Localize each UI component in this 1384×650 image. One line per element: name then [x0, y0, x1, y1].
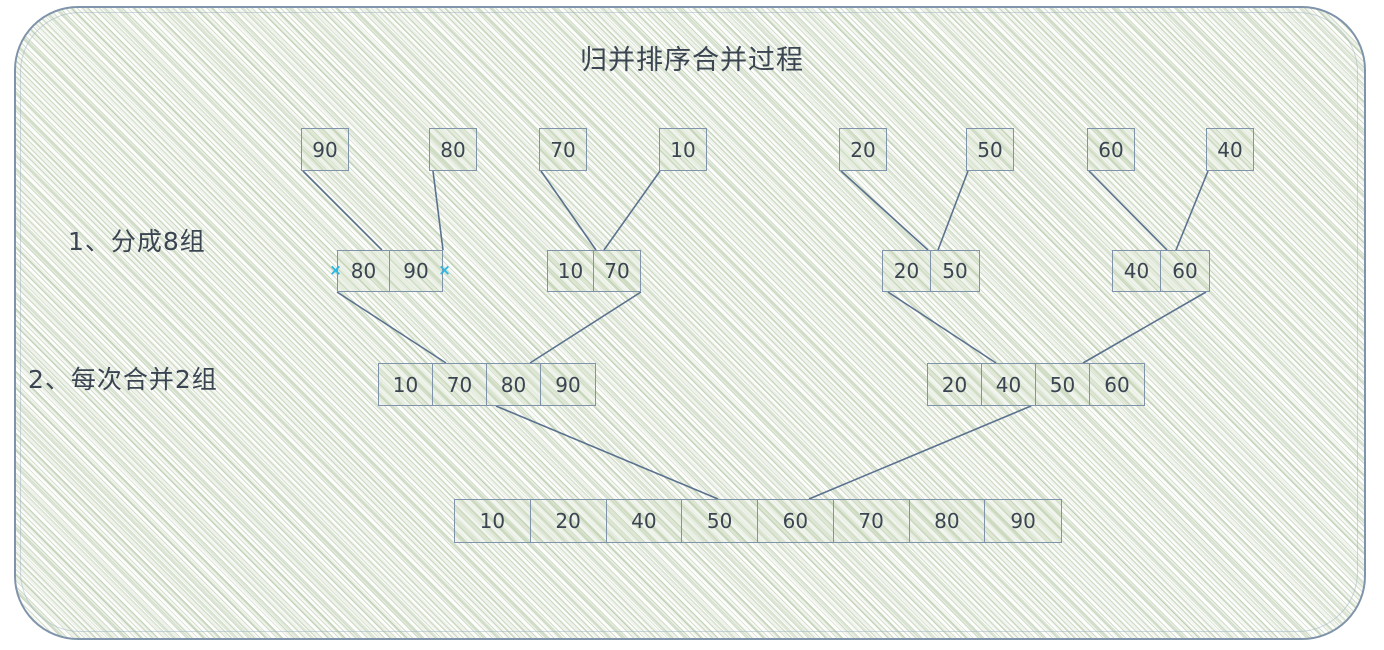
level2-box-1[interactable]: 10 70 — [547, 250, 641, 292]
level3-box-1[interactable]: 20 40 50 60 — [927, 363, 1145, 406]
level4-cell-1: 20 — [531, 500, 607, 542]
level1-box-3[interactable]: 10 — [659, 128, 707, 171]
level1-box-2[interactable]: 70 — [539, 128, 587, 171]
level1-cell-7-0: 40 — [1217, 137, 1243, 162]
level3-cell-0-0: 10 — [379, 364, 433, 405]
level1-cell-3-0: 10 — [670, 137, 696, 162]
level2-cell-0-0: 80 — [338, 251, 391, 291]
level2-cell-1-0: 10 — [548, 251, 595, 291]
level4-cell-4: 60 — [758, 500, 834, 542]
selection-handle-left[interactable]: × — [329, 261, 342, 279]
level2-box-0[interactable]: 80 90 — [337, 250, 443, 292]
level2-cell-3-1: 60 — [1172, 259, 1198, 283]
step-label-1: 1、分成8组 — [68, 227, 206, 256]
level1-box-5[interactable]: 50 — [966, 128, 1014, 171]
level1-cell-1-0: 80 — [440, 137, 466, 162]
level4-cell-6: 80 — [910, 500, 986, 542]
level3-cell-1-2: 50 — [1036, 364, 1090, 405]
level2-box-3[interactable]: 40 60 — [1112, 250, 1210, 292]
level1-box-1[interactable]: 80 — [429, 128, 477, 171]
level1-box-4[interactable]: 20 — [839, 128, 887, 171]
selection-handle-right[interactable]: × — [438, 261, 451, 279]
level3-cell-0-2: 80 — [487, 364, 541, 405]
level2-box-2[interactable]: 20 50 — [882, 250, 980, 292]
level4-cell-5: 70 — [834, 500, 910, 542]
level1-cell-2-0: 70 — [550, 137, 576, 162]
step-label-2: 2、每次合并2组 — [28, 365, 218, 394]
diagram-frame — [14, 6, 1366, 640]
level2-cell-2-1: 50 — [942, 259, 968, 283]
level4-box-0[interactable]: 10 20 40 50 60 70 80 90 — [454, 499, 1062, 543]
level1-box-6[interactable]: 60 — [1087, 128, 1135, 171]
level3-cell-0-1: 70 — [433, 364, 487, 405]
level1-cell-5-0: 50 — [977, 137, 1003, 162]
level3-cell-1-0: 20 — [928, 364, 982, 405]
level3-cell-1-3: 60 — [1104, 372, 1130, 397]
level4-cell-2: 40 — [607, 500, 683, 542]
level3-box-0[interactable]: 10 70 80 90 — [378, 363, 596, 406]
level2-cell-1-1: 70 — [604, 259, 630, 283]
level2-cell-2-0: 20 — [883, 251, 932, 291]
page-title: 归并排序合并过程 — [580, 45, 804, 76]
level1-cell-0-0: 90 — [312, 137, 338, 162]
level1-cell-4-0: 20 — [850, 137, 876, 162]
level3-cell-0-3: 90 — [555, 372, 581, 397]
level2-cell-3-0: 40 — [1113, 251, 1162, 291]
level3-cell-1-1: 40 — [982, 364, 1036, 405]
level1-box-0[interactable]: 90 — [301, 128, 349, 171]
level4-cell-3: 50 — [682, 500, 758, 542]
level4-cell-7: 90 — [1010, 509, 1036, 533]
level2-cell-0-1: 90 — [403, 259, 429, 283]
level4-cell-0: 10 — [455, 500, 531, 542]
level1-box-7[interactable]: 40 — [1206, 128, 1254, 171]
level1-cell-6-0: 60 — [1098, 137, 1124, 162]
